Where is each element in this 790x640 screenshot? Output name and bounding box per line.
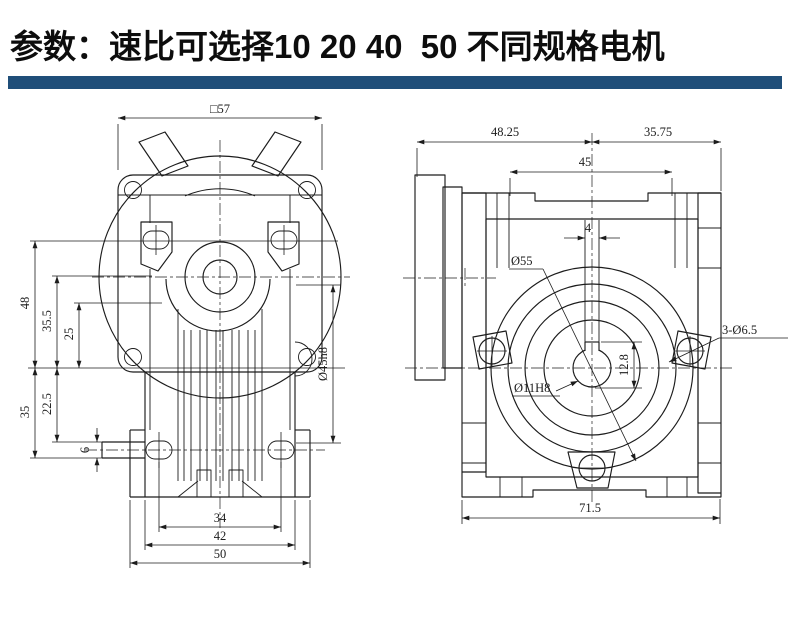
dim-input-shaft: 6 — [78, 447, 92, 453]
dim-total-width: 71.5 — [579, 501, 601, 515]
dim-foot-hole-spacing: 34 — [214, 511, 227, 525]
front-dimensions: □57 48 35.5 25 35 22.5 — [18, 102, 345, 568]
dim-foot-width: 50 — [214, 547, 227, 561]
dim-flange-depth: 45 — [579, 155, 592, 169]
page-title: 参数：速比可选择10 20 40 50 不同规格电机 — [10, 28, 665, 65]
dim-hub-diameter: Ø45h8 — [316, 347, 330, 381]
dim-center-to-hole: 35.5 — [40, 310, 54, 332]
dim-center-to-foot-hole: 22.5 — [40, 393, 54, 415]
dim-keyway-width: 4 — [585, 221, 592, 235]
title-underline-bar — [8, 76, 782, 89]
front-boss-right — [267, 221, 300, 272]
dim-center-to-bottom: 35 — [18, 406, 32, 419]
front-corner-hole — [124, 348, 142, 366]
side-tab-right — [671, 330, 712, 370]
dim-bore-diameter: Ø11H8 — [514, 381, 550, 395]
side-tab-left — [472, 330, 513, 370]
front-ribs — [177, 309, 263, 498]
front-corner-hole — [298, 181, 316, 199]
dim-spigot-diameter: Ø55 — [511, 254, 533, 268]
side-dimensions: 48.25 35.75 45 4 Ø55 Ø11H8 — [416, 125, 788, 524]
front-view: □57 48 35.5 25 35 22.5 — [18, 102, 350, 568]
front-corner-hole — [124, 181, 142, 199]
dim-keyway-depth: 12.8 — [617, 354, 631, 376]
dim-mount-holes: 3-Ø6.5 — [722, 323, 757, 337]
dim-center-to-top: 48 — [18, 297, 32, 310]
side-flange-plate — [461, 192, 487, 473]
front-fin-left — [138, 131, 189, 177]
front-boss-left — [140, 221, 173, 272]
dim-flange-square: □57 — [210, 102, 230, 116]
side-tab-bottom — [567, 451, 616, 489]
dim-left-width: 48.25 — [491, 125, 519, 139]
side-input-cap — [414, 174, 446, 381]
dim-center-to-face: 25 — [62, 328, 76, 341]
dim-right-width: 35.75 — [644, 125, 672, 139]
front-fin-right — [251, 131, 302, 177]
dim-body-width: 42 — [214, 529, 227, 543]
front-corner-hole — [298, 348, 316, 366]
side-view: 48.25 35.75 45 4 Ø55 Ø11H8 — [403, 125, 788, 524]
